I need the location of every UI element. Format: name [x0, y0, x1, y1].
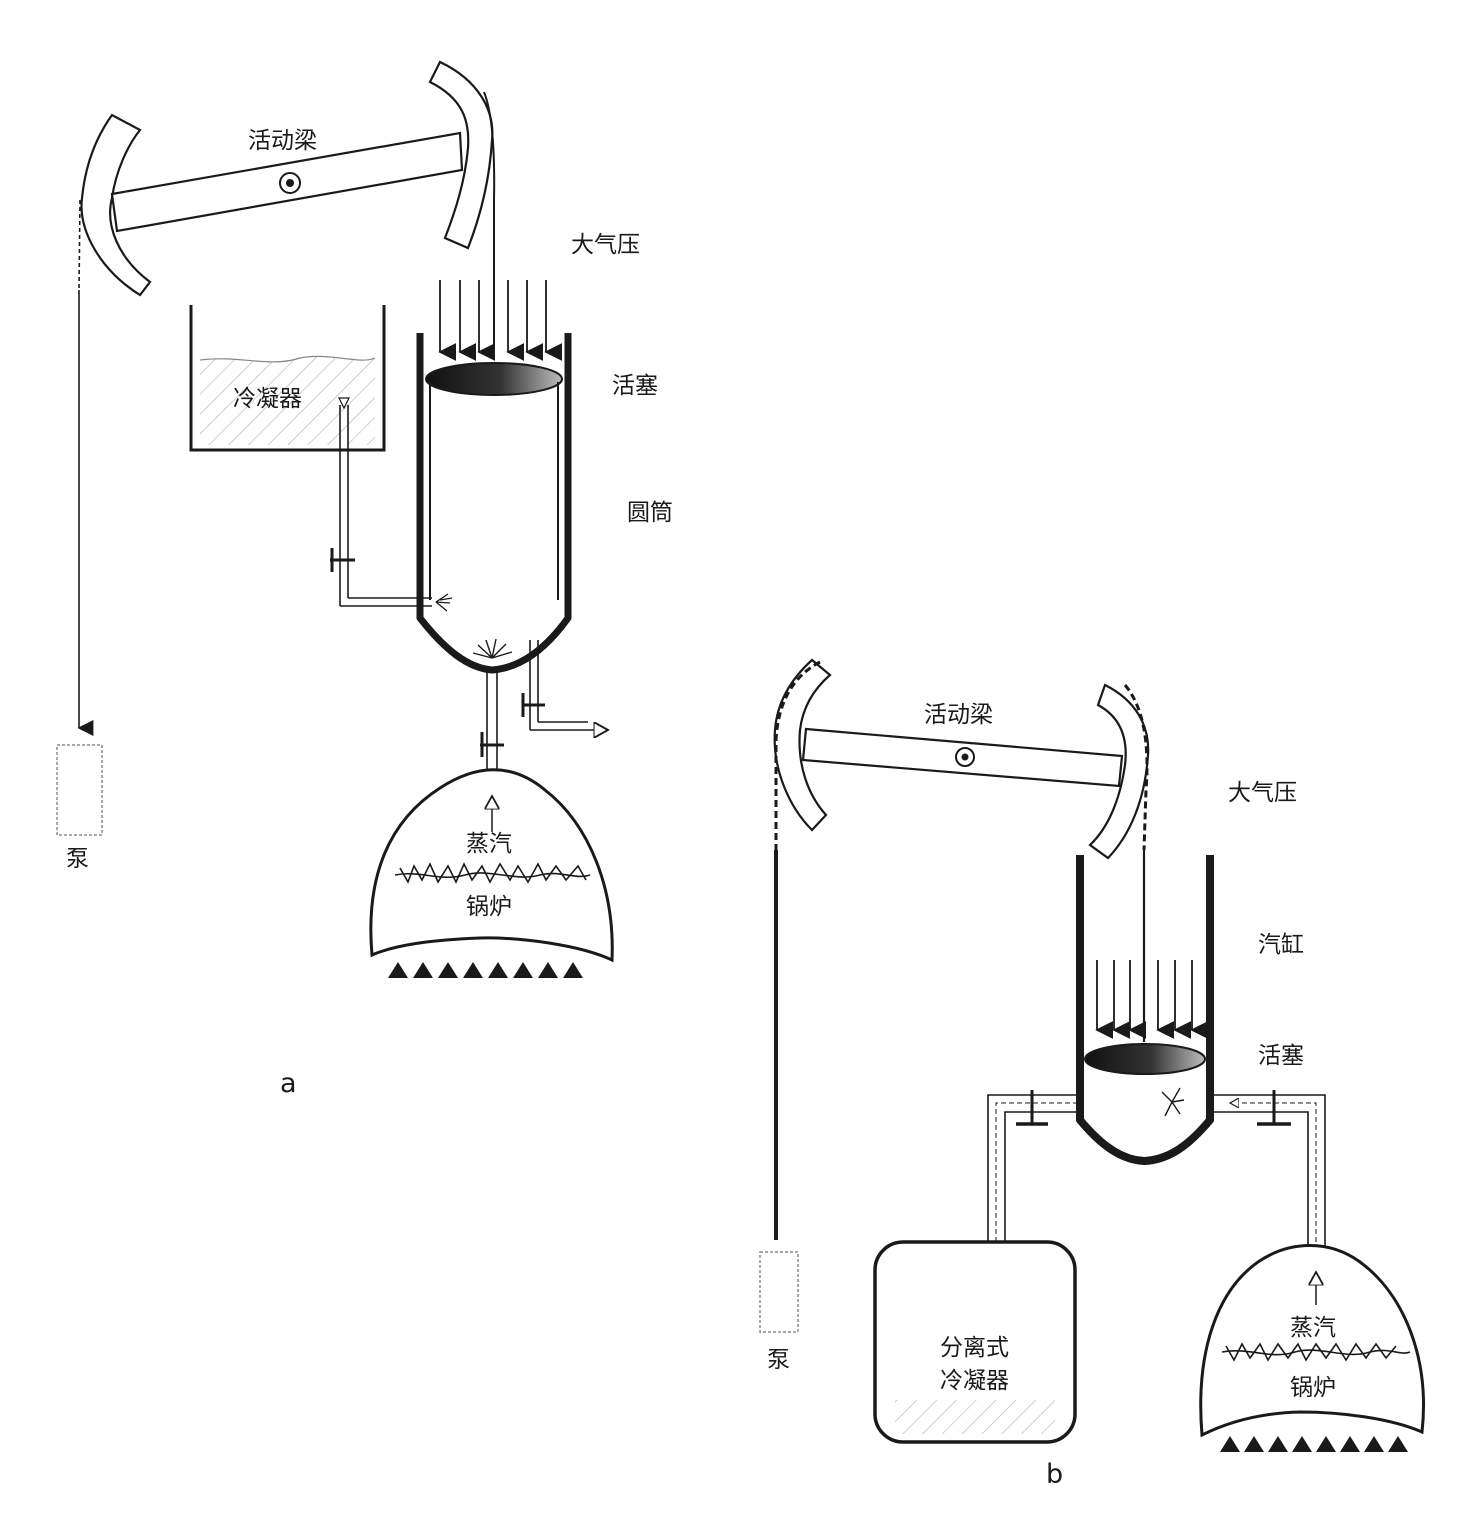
pump-rod-b	[759, 660, 821, 1333]
piston-b	[1084, 1043, 1206, 1075]
pump-a	[56, 744, 103, 836]
steam-label-a: 蒸汽	[466, 831, 512, 857]
steam-label-b: 蒸汽	[1290, 1315, 1336, 1341]
condenser-pipe-b	[987, 1090, 1078, 1282]
piston-label-b: 活塞	[1258, 1043, 1304, 1069]
boiler-label-b: 锅炉	[1290, 1375, 1336, 1401]
boiler-a	[369, 768, 614, 963]
figure-tag-b: b	[1046, 1459, 1063, 1490]
atmosphere-arrows-a	[438, 280, 563, 361]
fire-a	[388, 962, 583, 978]
steam-burst-a	[472, 638, 513, 659]
atmosphere-label-b: 大气压	[1228, 780, 1297, 806]
pump-b	[759, 1251, 799, 1333]
beam-label-b: 活动梁	[924, 702, 993, 728]
fire-b	[1220, 1436, 1408, 1452]
walking-beam-b	[773, 658, 1150, 860]
pump-label-a: 泵	[66, 846, 89, 872]
drain-pipe-a	[521, 640, 608, 730]
condenser-label-a: 冷凝器	[233, 386, 302, 412]
atmosphere-label-a: 大气压	[571, 232, 640, 258]
beam-label-a: 活动梁	[248, 128, 317, 154]
piston-label-a: 活塞	[612, 373, 658, 399]
steam-pipe-b	[1212, 1090, 1326, 1250]
diagram-b: 活动梁 大气压 汽缸 活塞 分离式 冷凝器 蒸汽 锅炉 泵 b	[759, 658, 1425, 1490]
water-surface-b	[1221, 1342, 1411, 1362]
cylinder-label-b: 汽缸	[1258, 932, 1304, 958]
diagram-a: 活动梁 大气压 活塞 圆筒 冷凝器 蒸汽 锅炉 泵 a	[56, 60, 673, 1099]
separate-condenser-label-line1: 分离式	[940, 1335, 1009, 1361]
figure-tag-a: a	[280, 1068, 297, 1099]
piston-a	[425, 362, 563, 396]
cylinder-label-a: 圆筒	[627, 500, 673, 526]
condenser-tank-a	[189, 305, 386, 452]
boiler-label-a: 锅炉	[466, 894, 512, 920]
pump-rod-a	[56, 199, 103, 836]
walking-beam-a	[80, 60, 494, 297]
cylinder-b	[1076, 855, 1214, 1165]
steam-burst-b	[1161, 1087, 1185, 1117]
pump-label-b: 泵	[767, 1347, 790, 1373]
separate-condenser-b	[873, 1240, 1077, 1444]
cylinder-a	[416, 333, 572, 674]
boiler-b	[1199, 1244, 1425, 1438]
atmosphere-arrows-b	[1095, 960, 1209, 1039]
separate-condenser-label-line2: 冷凝器	[940, 1368, 1009, 1394]
injection-pipe-a	[330, 397, 453, 612]
water-surface-a	[394, 862, 591, 884]
